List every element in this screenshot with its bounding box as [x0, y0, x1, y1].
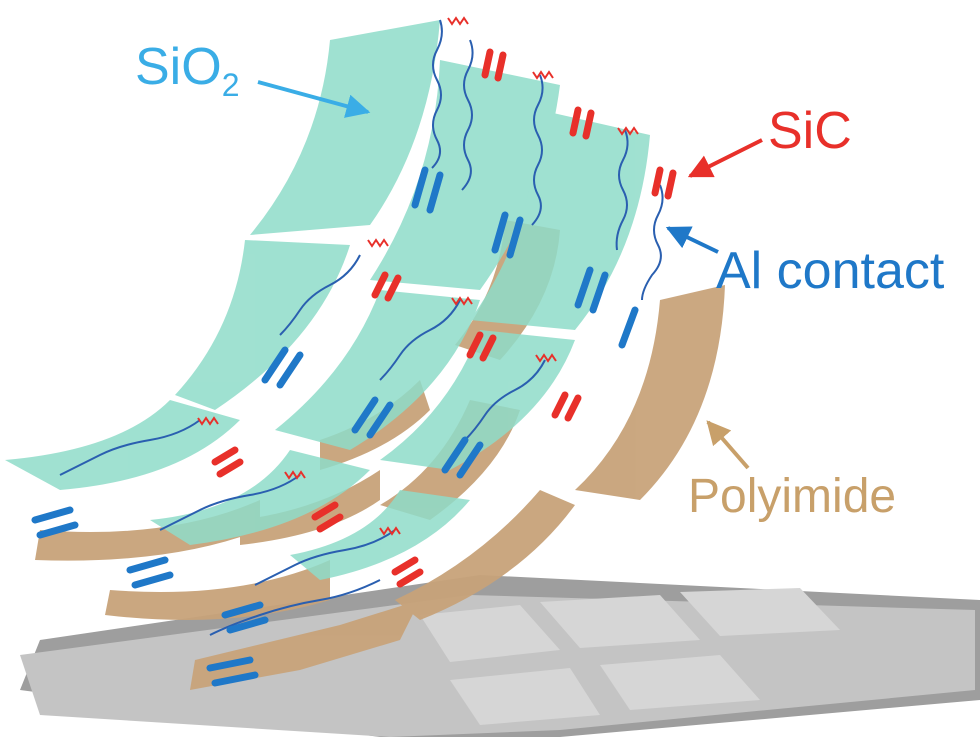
sio2-arrow: [257, 80, 371, 118]
serpentine-wires: [59, 19, 664, 636]
polyimide-label: Polyimide: [688, 470, 896, 523]
sio2-label-base: SiO: [135, 38, 222, 96]
al-contact-arrow: [665, 226, 719, 254]
sio2-label-subscript: 2: [222, 67, 240, 103]
sic-label: SiC: [768, 102, 852, 160]
resistor-zigzags: [197, 16, 639, 536]
al-contact-label: Al contact: [716, 242, 945, 300]
al-contact-pads: [31, 166, 639, 687]
sio2-label: SiO2: [135, 38, 239, 103]
sic-arrow: [687, 138, 763, 178]
sic-bars: [211, 48, 677, 588]
polyimide-arrow: [706, 420, 750, 470]
